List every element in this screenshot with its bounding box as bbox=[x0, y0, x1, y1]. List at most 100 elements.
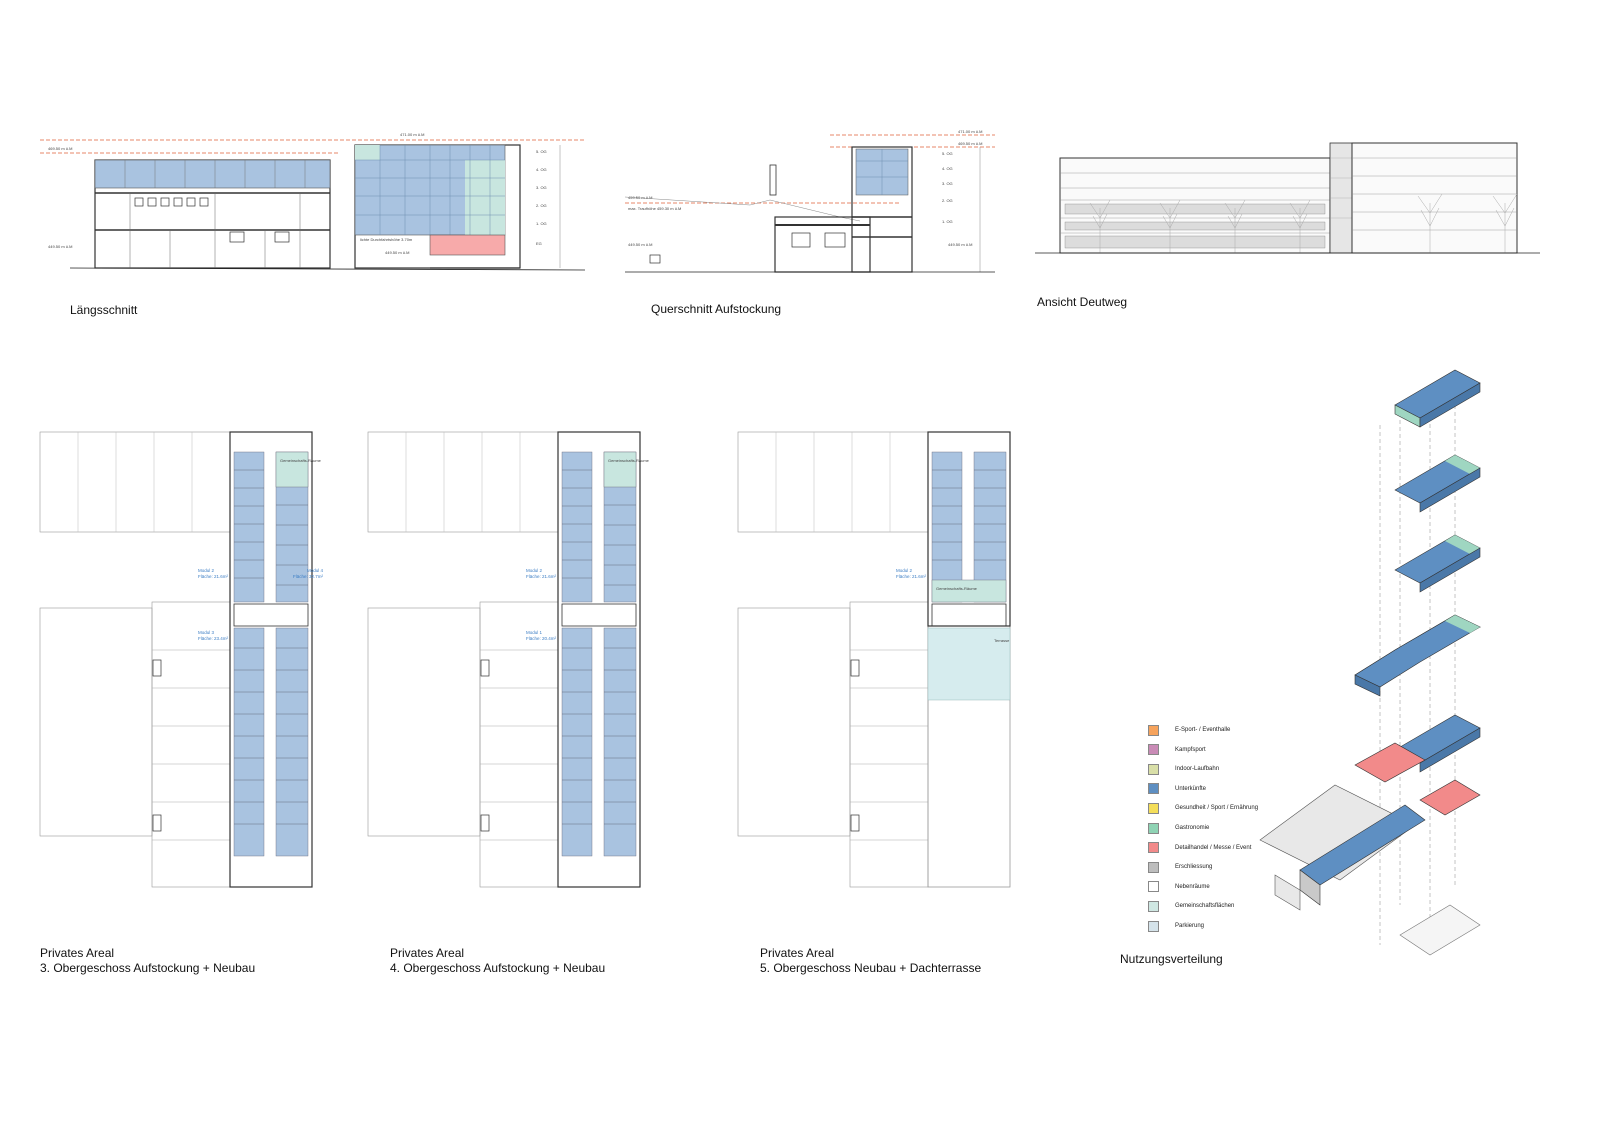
caption-plan-4og-title: Privates Areal bbox=[390, 946, 465, 960]
caption-nutzungsverteilung: Nutzungsverteilung bbox=[1120, 952, 1223, 966]
floor-label: 2. OG bbox=[942, 198, 953, 203]
room-label: Terrasse bbox=[994, 638, 1010, 643]
floor-label: 5. OG bbox=[536, 149, 547, 154]
legend-item: Parkierung bbox=[1148, 920, 1204, 932]
legend-item: Nebenräume bbox=[1148, 881, 1210, 893]
legend-item: Unterkünfte bbox=[1148, 783, 1206, 795]
legend-label: Erschliessung bbox=[1175, 864, 1213, 871]
level-label: 469.50 m ü.M bbox=[48, 146, 72, 151]
note-label: lichte Durchfahrtshöhe 3.70m bbox=[360, 237, 413, 242]
legend-swatch bbox=[1148, 842, 1159, 854]
legend-item: Gesundheit / Sport / Ernährung bbox=[1148, 802, 1258, 814]
legend-swatch bbox=[1148, 881, 1159, 893]
legend-label: Gemeinschaftsflächen bbox=[1175, 903, 1235, 910]
laengsschnitt-drawing: 471.00 m ü.M 469.50 m ü.M 449.50 m ü.M 4… bbox=[40, 132, 586, 271]
floor-label: 1. OG bbox=[942, 219, 953, 224]
level-label: 449.50 m ü.M bbox=[48, 244, 72, 249]
legend-label: Gastronomie bbox=[1175, 825, 1210, 831]
caption-ansicht: Ansicht Deutweg bbox=[1037, 295, 1128, 309]
modul-area: Fläche: 23.4m² bbox=[198, 636, 229, 641]
legend-item: Erschliessung bbox=[1148, 861, 1212, 873]
legend-swatch bbox=[1148, 920, 1159, 932]
aufstockung-band bbox=[94, 159, 331, 189]
legend-label: Nebenräume bbox=[1175, 883, 1210, 890]
legend-label: E-Sport- / Eventhalle bbox=[1175, 727, 1231, 733]
legend-label: Indoor-Laufbahn bbox=[1175, 766, 1220, 773]
level-label: max. Traufhöhe 459.30 m ü.M bbox=[628, 206, 681, 211]
axon-slab-3 bbox=[1354, 614, 1481, 697]
floor-label: 4. OG bbox=[536, 167, 547, 172]
floor-label: 1. OG bbox=[536, 221, 547, 226]
legend-item: Gemeinschaftsflächen bbox=[1148, 900, 1234, 912]
plan-gemeinschaft-5og bbox=[931, 579, 1007, 603]
modul-area: Fläche: 21.6m² bbox=[526, 574, 557, 579]
querschnitt-drawing: 471.00 m ü.M 469.50 m ü.M 459.50 m ü.M m… bbox=[624, 129, 995, 273]
plan-units-bottom-left bbox=[233, 627, 265, 857]
plan-4og: Gemeinschafts-Räume Modul 2 Fläche: 21.6… bbox=[367, 431, 650, 888]
axon-slab-ground bbox=[1259, 784, 1481, 956]
modul-label: Modul 3 bbox=[198, 630, 215, 635]
legend-item: Gastronomie bbox=[1148, 822, 1209, 834]
caption-plan-4og-subtitle: 4. Obergeschoss Aufstockung + Neubau bbox=[390, 961, 606, 975]
legend-swatch bbox=[1148, 724, 1159, 736]
legend-swatch bbox=[1148, 861, 1159, 873]
modul-label: Modul 2 bbox=[198, 568, 215, 573]
legend-label: Unterkünfte bbox=[1175, 785, 1207, 792]
caption-plan-3og-subtitle: 3. Obergeschoss Aufstockung + Neubau bbox=[40, 961, 256, 975]
axon-slab-6 bbox=[1394, 369, 1481, 428]
legend-swatch bbox=[1148, 822, 1159, 834]
level-label: 471.00 m ü.M bbox=[400, 132, 424, 137]
legend-swatch bbox=[1148, 802, 1159, 814]
modul-label: Modul 1 bbox=[526, 630, 543, 635]
room-label: Gemeinschafts-Räume bbox=[608, 458, 650, 463]
legend-swatch bbox=[1148, 744, 1159, 756]
legend-item: E-Sport- / Eventhalle bbox=[1148, 724, 1230, 736]
modul-label: Modul 4 bbox=[307, 568, 324, 573]
floor-label: 3. OG bbox=[942, 181, 953, 186]
level-label: 449.50 m ü.M bbox=[948, 242, 972, 247]
room-label: Gemeinschafts-Räume bbox=[936, 586, 978, 591]
plan-3og: Gemeinschafts-Räume Modul 2 Fläche: 21.6… bbox=[39, 431, 324, 888]
floor-label: EG bbox=[536, 241, 542, 246]
modul-area: Fläche: 20.4m² bbox=[526, 636, 557, 641]
legend-label: Kampfsport bbox=[1175, 746, 1206, 753]
axon-slab-5 bbox=[1394, 454, 1481, 513]
legend-swatch bbox=[1148, 783, 1159, 795]
plan-dachterrasse bbox=[927, 627, 1011, 701]
caption-laengsschnitt: Längsschnitt bbox=[70, 303, 138, 317]
level-label: 459.50 m ü.M bbox=[628, 195, 652, 200]
modul-label: Modul 2 bbox=[896, 568, 913, 573]
legend-swatch bbox=[1148, 900, 1159, 912]
facade-neubau bbox=[1351, 142, 1518, 254]
caption-plan-5og-subtitle: 5. Obergeschoss Neubau + Dachterrasse bbox=[760, 961, 982, 975]
legend-swatch bbox=[1148, 763, 1159, 775]
floor-label: 2. OG bbox=[536, 203, 547, 208]
plan-gemeinschaft bbox=[275, 451, 309, 488]
plan-units-top-left bbox=[233, 451, 265, 603]
level-label: 469.50 m ü.M bbox=[958, 141, 982, 146]
modul-area: Fläche: 32.7m² bbox=[293, 574, 324, 579]
neubau-detailhandel bbox=[429, 234, 506, 256]
facade-trees bbox=[1089, 193, 1518, 253]
caption-plan-3og-title: Privates Areal bbox=[40, 946, 115, 960]
level-label: 449.50 m ü.M bbox=[628, 242, 652, 247]
modul-area: Fläche: 21.6m² bbox=[896, 574, 927, 579]
nutzungsverteilung-axonometrie bbox=[1259, 369, 1481, 956]
room-label: Gemeinschafts-Räume bbox=[280, 458, 322, 463]
legend-label: Parkierung bbox=[1175, 923, 1205, 929]
plan-units-bottom-right bbox=[275, 627, 309, 857]
modul-label: Modul 2 bbox=[526, 568, 543, 573]
legend-label: Gesundheit / Sport / Ernährung bbox=[1175, 805, 1259, 812]
caption-querschnitt: Querschnitt Aufstockung bbox=[651, 302, 782, 316]
legend-item: Kampfsport bbox=[1148, 744, 1206, 756]
axon-slab-2 bbox=[1354, 714, 1481, 816]
modul-area: Fläche: 21.6m² bbox=[198, 574, 229, 579]
legend-label: Detailhandel / Messe / Event bbox=[1175, 844, 1252, 851]
caption-plan-5og-title: Privates Areal bbox=[760, 946, 835, 960]
ansicht-deutweg-drawing bbox=[1035, 142, 1540, 254]
legend-item: Detailhandel / Messe / Event bbox=[1148, 842, 1251, 854]
floor-label: 5. OG bbox=[942, 151, 953, 156]
floor-label: 3. OG bbox=[536, 185, 547, 190]
legend-item: Indoor-Laufbahn bbox=[1148, 763, 1219, 775]
floor-label: 4. OG bbox=[942, 166, 953, 171]
